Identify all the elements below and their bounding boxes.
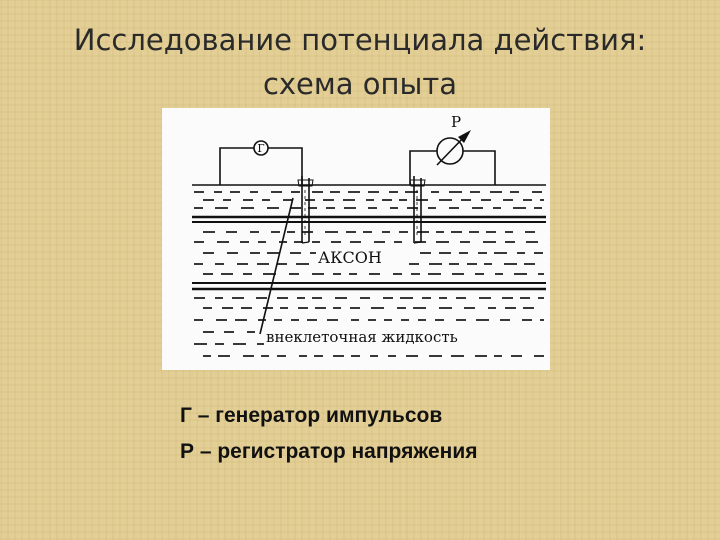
generator-letter: Г [257,142,264,155]
stimulating-electrode [297,176,314,244]
legend-generator: Г – генератор импульсов [180,404,443,427]
generator-wire [219,147,254,185]
recorder-wire-left [409,150,437,185]
legend-recorder: Р – регистратор напряжения [180,440,478,463]
fluid-label: внеклеточная жидкость [266,328,458,346]
axon-label: АКСОН [318,248,382,267]
recorder-wire-right [463,150,496,185]
recording-electrode [409,176,426,244]
generator-symbol [253,140,269,156]
legend: Г – генератор импульсов Р – регистратор … [180,398,477,470]
recorder-label: Р [451,113,461,131]
title-line-2: схема опыта [262,67,458,101]
recorder-arrow [436,130,471,166]
slide-title: Исследование потенциала действия: схема … [0,18,720,106]
title-line-1: Исследование потенциала действия: [73,23,647,57]
fluid-pointer-line [259,197,294,335]
experiment-diagram: Г Р АКСОН вне [162,108,550,370]
axon-upper-membrane [192,215,546,223]
axon-lower-membrane [192,282,546,291]
generator-wire-right [268,147,303,185]
